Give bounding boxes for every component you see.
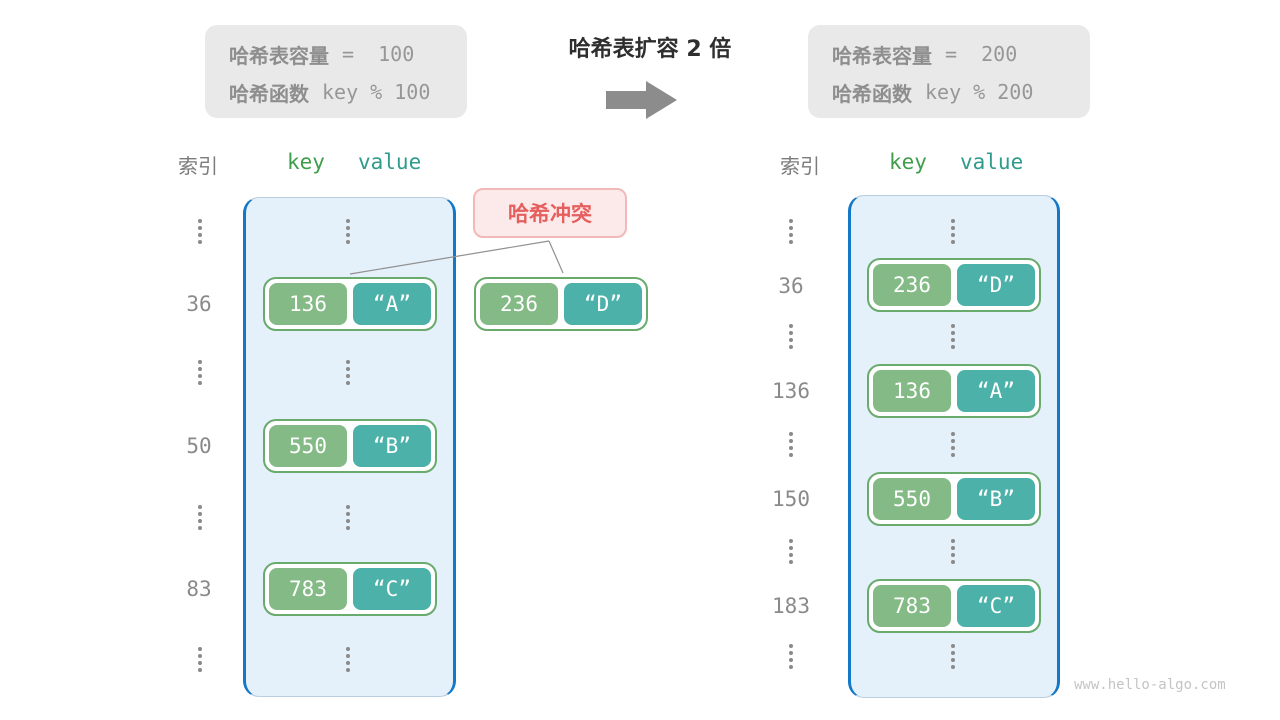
- hash-function-label: 哈希函数: [832, 81, 912, 106]
- right-index-0: 36: [778, 274, 804, 298]
- vertical-ellipsis-icon: [951, 219, 955, 244]
- vertical-ellipsis-icon: [346, 505, 350, 530]
- vertical-ellipsis-icon: [951, 539, 955, 564]
- capacity-line: 哈希表容量 = 100: [229, 35, 467, 73]
- capacity-label: 哈希表容量: [832, 43, 932, 68]
- pair-value: “C”: [353, 568, 431, 610]
- pair-key: 783: [269, 568, 347, 610]
- pair-value: “D”: [957, 264, 1035, 306]
- pair-key: 783: [873, 585, 951, 627]
- vertical-ellipsis-icon: [346, 647, 350, 672]
- capacity-label: 哈希表容量: [229, 43, 329, 68]
- figure-title: 哈希表扩容 2 倍: [568, 37, 732, 62]
- right-arrow-icon: [606, 81, 677, 119]
- right-key-header: key: [889, 150, 927, 174]
- pair-row: 550 “B”: [867, 472, 1041, 526]
- collision-pair: 236 “D”: [474, 277, 648, 331]
- right-index-1: 136: [772, 379, 810, 403]
- pair-key: 550: [873, 478, 951, 520]
- right-index-3: 183: [772, 594, 810, 618]
- left-index-1: 50: [186, 434, 212, 458]
- pair-row: 136 “A”: [263, 277, 437, 331]
- vertical-ellipsis-icon: [789, 219, 793, 244]
- pair-key: 136: [873, 370, 951, 412]
- capacity-value: = 100: [342, 42, 415, 66]
- left-index-header: 索引: [178, 154, 218, 178]
- right-index-2: 150: [772, 487, 810, 511]
- vertical-ellipsis-icon: [789, 539, 793, 564]
- pair-row: 136 “A”: [867, 364, 1041, 418]
- capacity-after-box: 哈希表容量 = 200 哈希函数 key % 200: [808, 25, 1090, 118]
- vertical-ellipsis-icon: [789, 324, 793, 349]
- vertical-ellipsis-icon: [951, 324, 955, 349]
- pair-value: “C”: [957, 585, 1035, 627]
- hash-function-value: key % 200: [925, 80, 1034, 104]
- hash-function-line: 哈希函数 key % 100: [229, 73, 467, 111]
- pair-row: 783 “C”: [867, 579, 1041, 633]
- right-index-header: 索引: [780, 154, 820, 178]
- vertical-ellipsis-icon: [198, 219, 202, 244]
- vertical-ellipsis-icon: [346, 360, 350, 385]
- pair-row: 783 “C”: [263, 562, 437, 616]
- vertical-ellipsis-icon: [789, 432, 793, 457]
- pair-value: “D”: [564, 283, 642, 325]
- collision-label: 哈希冲突: [473, 188, 627, 238]
- left-key-header: key: [287, 150, 325, 174]
- left-index-2: 83: [186, 577, 212, 601]
- hash-function-value: key % 100: [322, 80, 431, 104]
- left-index-0: 36: [186, 292, 212, 316]
- left-value-header: value: [358, 150, 422, 174]
- vertical-ellipsis-icon: [789, 644, 793, 669]
- capacity-line: 哈希表容量 = 200: [832, 35, 1090, 73]
- pair-row: 550 “B”: [263, 419, 437, 473]
- vertical-ellipsis-icon: [198, 505, 202, 530]
- vertical-ellipsis-icon: [346, 219, 350, 244]
- vertical-ellipsis-icon: [198, 360, 202, 385]
- capacity-before-box: 哈希表容量 = 100 哈希函数 key % 100: [205, 25, 467, 118]
- vertical-ellipsis-icon: [951, 644, 955, 669]
- vertical-ellipsis-icon: [198, 647, 202, 672]
- pair-row: 236 “D”: [867, 258, 1041, 312]
- pair-value: “B”: [353, 425, 431, 467]
- pair-key: 136: [269, 283, 347, 325]
- pair-key: 236: [480, 283, 558, 325]
- pair-value: “A”: [353, 283, 431, 325]
- vertical-ellipsis-icon: [951, 432, 955, 457]
- pair-value: “A”: [957, 370, 1035, 412]
- pair-key: 236: [873, 264, 951, 306]
- right-value-header: value: [960, 150, 1024, 174]
- pair-value: “B”: [957, 478, 1035, 520]
- watermark: www.hello-algo.com: [1074, 677, 1226, 693]
- hash-function-label: 哈希函数: [229, 81, 309, 106]
- pair-key: 550: [269, 425, 347, 467]
- hash-function-line: 哈希函数 key % 200: [832, 73, 1090, 111]
- capacity-value: = 200: [945, 42, 1018, 66]
